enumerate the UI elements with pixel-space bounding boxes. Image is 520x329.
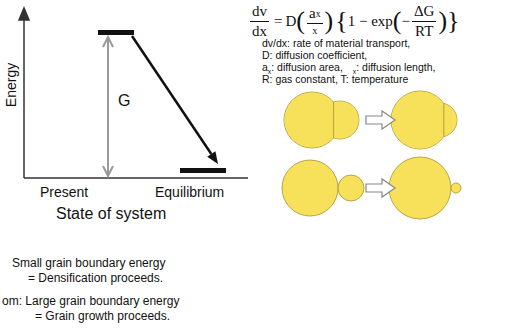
- denominator: dx: [250, 22, 269, 40]
- grey-double-arrow: [103, 37, 113, 176]
- formula-text: 1 − exp: [348, 13, 393, 30]
- process-arrows: [366, 111, 395, 197]
- numerator: dv: [250, 3, 269, 22]
- note-text: = Grain growth proceeds.: [35, 310, 170, 324]
- note-text: om: Large grain boundary energy: [2, 295, 179, 309]
- y-axis: [23, 10, 25, 178]
- energy-drop-arrow: [132, 36, 218, 164]
- numerator: ΔG: [412, 3, 436, 22]
- bracket-symbol: ): [438, 8, 447, 34]
- formula-text: x: [312, 25, 317, 37]
- formula-text: : diffusion area,: [271, 62, 343, 74]
- bracket-symbol: (: [393, 8, 402, 34]
- note-text: = Densification proceeds.: [28, 272, 163, 286]
- fraction: dv dx: [250, 3, 269, 39]
- legend-text: dv/dx: rate of material transport,: [262, 38, 410, 50]
- energy-axes: [19, 8, 248, 178]
- axis-arrowhead: [19, 8, 29, 20]
- bracket-symbol: ): [325, 8, 334, 34]
- bracket-symbol: }: [447, 8, 459, 34]
- formula-text: D: diffusion coefficient,: [262, 50, 367, 62]
- energy-label: G: [118, 92, 130, 110]
- formula-text: dv: [252, 3, 267, 20]
- formula-text: dx: [252, 23, 267, 40]
- axis-title: Energy: [3, 63, 19, 107]
- fraction: axx: [307, 5, 323, 36]
- equation: dvdx=D(axx){1 − exp(−ΔGRT)}: [248, 0, 460, 42]
- state-label: Present: [40, 184, 88, 200]
- formula-text: −: [401, 13, 409, 30]
- legend-text: ax: diffusion area,x: diffusion length,: [262, 62, 435, 74]
- bracket-symbol: {: [335, 8, 347, 34]
- fraction: ΔG RT: [412, 3, 436, 39]
- equilibrium-level-bar: [180, 168, 226, 173]
- grain-circles: [282, 91, 461, 219]
- formula-text: a: [262, 62, 268, 74]
- formula-text: ΔG: [414, 3, 434, 20]
- state-label: Equilibrium: [155, 184, 224, 200]
- formula-text: RT: [415, 23, 433, 40]
- axis-title: State of system: [56, 205, 166, 223]
- note-text: Small grain boundary energy: [12, 257, 165, 271]
- present-level-bar: [98, 30, 134, 35]
- x-axis: [24, 177, 248, 179]
- formula-text: D: [285, 13, 296, 30]
- denominator: RT: [413, 22, 435, 40]
- formula-text: =: [274, 13, 282, 30]
- formula-text: : diffusion length,: [356, 62, 435, 74]
- formula-text: a: [309, 5, 316, 22]
- legend-text: D: diffusion coefficient,: [262, 50, 367, 62]
- formula-text: x: [316, 9, 321, 20]
- formula-text: dv/dx: rate of material transport,: [262, 38, 410, 50]
- legend-text: R: gas constant, T: temperature: [262, 74, 408, 86]
- formula-text: R: gas constant, T: temperature: [262, 74, 408, 86]
- numerator: ax: [307, 5, 323, 24]
- denominator: x: [310, 24, 319, 37]
- bracket-symbol: (: [296, 8, 305, 34]
